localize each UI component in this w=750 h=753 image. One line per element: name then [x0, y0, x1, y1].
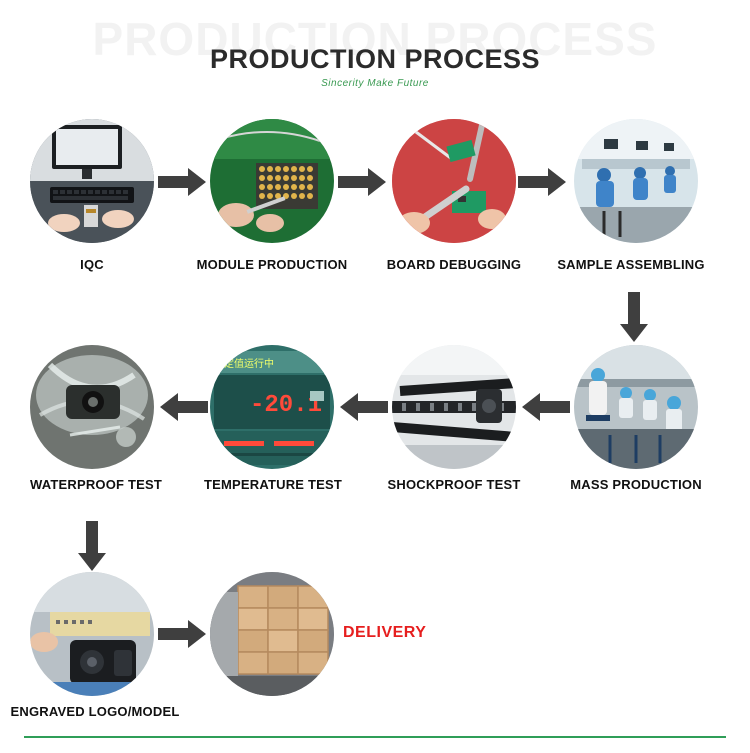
step-label-iqc: IQC: [0, 257, 187, 272]
arrow-down-icon: [78, 521, 106, 571]
step-photo-delivery: [210, 572, 334, 696]
arrow-down-icon: [620, 292, 648, 342]
step-photo-shockproof-test: [392, 345, 516, 469]
step-photo-waterproof-test: [30, 345, 154, 469]
arrow-right-icon: [158, 168, 206, 196]
page-title: PRODUCTION PROCESS: [0, 44, 750, 75]
arrow-right-icon: [158, 620, 206, 648]
arrow-left-icon: [160, 393, 208, 421]
bottom-divider: [24, 736, 726, 738]
step-photo-temperature-test: 定值运行中 -20.1: [210, 345, 334, 469]
step-label-sample-assembling: SAMPLE ASSEMBLING: [536, 257, 726, 272]
step-label-temperature-test: TEMPERATURE TEST: [178, 477, 368, 492]
step-photo-mass-production: [574, 345, 698, 469]
step-label-board-debugging: BOARD DEBUGGING: [359, 257, 549, 272]
step-photo-sample-assembling: [574, 119, 698, 243]
step-label-engraved-logo-model: ENGRAVED LOGO/MODEL: [0, 704, 190, 719]
step-label-waterproof-test: WATERPROOF TEST: [1, 477, 191, 492]
step-photo-board-debugging: [392, 119, 516, 243]
arrow-right-icon: [518, 168, 566, 196]
arrow-left-icon: [522, 393, 570, 421]
step-photo-module-production: [210, 119, 334, 243]
step-label-module-production: MODULE PRODUCTION: [177, 257, 367, 272]
page-subtitle: Sincerity Make Future: [0, 78, 750, 89]
step-photo-iqc: [30, 119, 154, 243]
step-label-shockproof-test: SHOCKPROOF TEST: [359, 477, 549, 492]
step-photo-engraved-logo-model: [30, 572, 154, 696]
delivery-label: DELIVERY: [343, 624, 426, 642]
temperature-status-text: 定值运行中: [224, 357, 274, 370]
step-label-mass-production: MASS PRODUCTION: [541, 477, 731, 492]
arrow-left-icon: [340, 393, 388, 421]
arrow-right-icon: [338, 168, 386, 196]
